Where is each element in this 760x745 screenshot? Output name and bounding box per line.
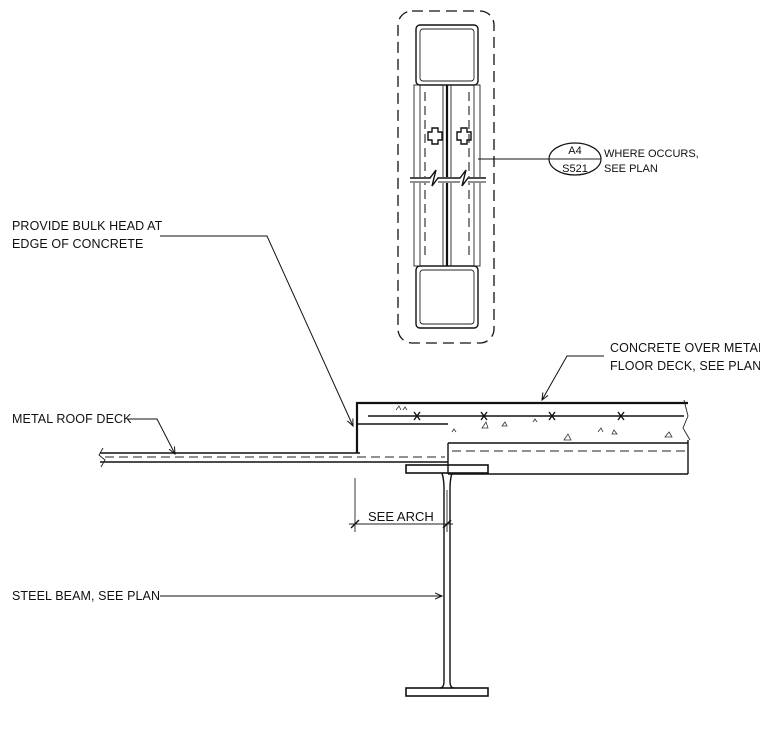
plan-bolt-right — [456, 127, 472, 145]
plan-view-detail — [397, 10, 549, 344]
bulkhead-note: PROVIDE BULK HEAD AT EDGE OF CONCRETE — [12, 219, 353, 426]
detail-tag-sheet: S521 — [562, 163, 588, 175]
steel-beam-note-text: STEEL BEAM, SEE PLAN — [12, 589, 160, 603]
concrete-slab — [355, 399, 691, 475]
dimension-tick-right — [442, 519, 452, 529]
detail-callout-tag: A4 S521 WHERE OCCURS, SEE PLAN — [548, 142, 699, 176]
plan-bottom-tube-outer — [415, 265, 479, 329]
plan-top-tube-inner — [419, 28, 475, 82]
detail-tag-number: A4 — [568, 145, 581, 157]
bulkhead-note-line2: EDGE OF CONCRETE — [12, 237, 143, 251]
slab-top-edge — [355, 401, 688, 453]
concrete-note-line1: CONCRETE OVER METAL — [610, 341, 760, 355]
beam-top-flange — [405, 464, 489, 474]
steel-beam-note: STEEL BEAM, SEE PLAN — [12, 589, 442, 603]
plan-bolt-left — [427, 127, 443, 145]
rebar-marks — [413, 411, 625, 421]
roof-deck-note-text: METAL ROOF DECK — [12, 412, 132, 426]
roof-deck-note: METAL ROOF DECK — [12, 412, 175, 454]
roof-deck-break-mark — [98, 447, 106, 468]
slab-break-mark — [682, 399, 691, 441]
beam-bottom-flange — [405, 687, 489, 697]
bulkhead-note-line1: PROVIDE BULK HEAD AT — [12, 219, 163, 233]
plan-dashed-outline — [397, 10, 495, 344]
concrete-leader — [542, 355, 604, 400]
steel-beam — [405, 464, 489, 697]
see-arch-dimension: SEE ARCH — [349, 478, 453, 532]
concrete-aggregate-marks — [395, 405, 673, 441]
plan-break-line — [410, 169, 486, 187]
roof-deck-leader — [128, 418, 175, 454]
plan-top-tube-outer — [415, 24, 479, 86]
metal-roof-deck — [98, 447, 448, 468]
dimension-tick-left — [350, 519, 360, 529]
dimension-label: SEE ARCH — [368, 509, 434, 524]
beam-web-left — [439, 472, 445, 689]
plan-bottom-tube-inner — [419, 269, 475, 325]
concrete-note-line2: FLOOR DECK, SEE PLAN — [610, 359, 760, 373]
where-occurs-note-line2: SEE PLAN — [604, 163, 658, 175]
where-occurs-note-line1: WHERE OCCURS, — [604, 148, 699, 160]
bulkhead-leader — [160, 235, 353, 426]
concrete-note: CONCRETE OVER METAL FLOOR DECK, SEE PLAN — [542, 341, 760, 400]
beam-web-right — [449, 472, 455, 689]
